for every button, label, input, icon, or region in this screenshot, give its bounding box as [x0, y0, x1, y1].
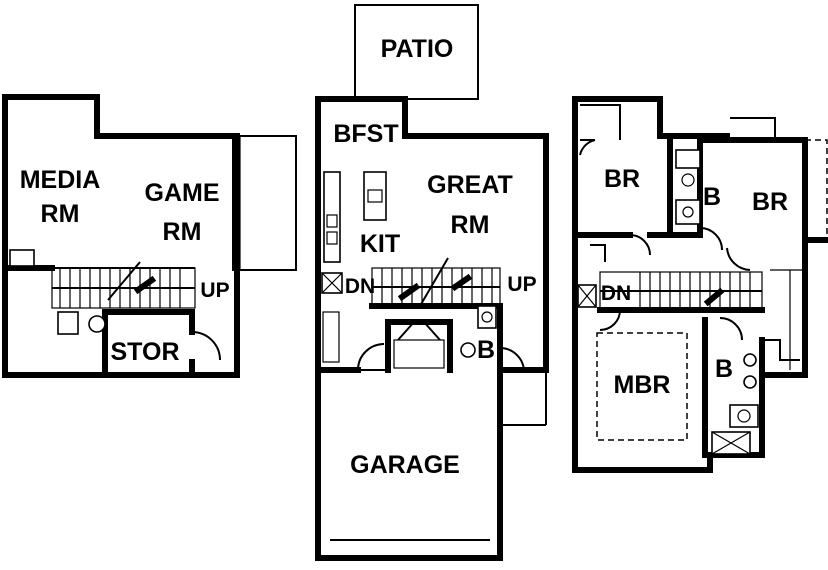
great-room-label-1: GREAT	[427, 171, 513, 199]
lower-stair-up-label: UP	[200, 279, 229, 302]
master-bath-label: B	[715, 355, 733, 383]
master-bedroom-label: MBR	[614, 371, 671, 399]
great-room-label-2: RM	[451, 211, 490, 239]
bedroom-right-label: BR	[752, 188, 788, 216]
lower-floor: MEDIA RM GAME RM STOR UP	[2, 94, 297, 378]
patio-outline	[354, 4, 479, 100]
game-room-label-2: RM	[163, 218, 202, 246]
main-stair-down-label: DN	[345, 275, 375, 298]
upper-bath-label: B	[703, 183, 721, 211]
upper-stair-down-label: DN	[601, 282, 631, 305]
game-room-label-1: GAME	[145, 179, 220, 207]
media-room-label-2: RM	[41, 200, 80, 228]
garage-wall	[315, 367, 503, 561]
bedroom-left-label: BR	[604, 165, 640, 193]
main-stairs	[371, 257, 501, 307]
storage-label: STOR	[111, 338, 180, 366]
patio-label: PATIO	[381, 35, 454, 63]
lower-stairs	[51, 261, 196, 309]
garage-label: GARAGE	[350, 451, 460, 479]
powder-bath-label: B	[477, 336, 495, 364]
upper-floor: BR B BR DN MBR B	[572, 96, 828, 473]
breakfast-label: BFST	[333, 120, 398, 148]
kitchen-label: KIT	[360, 230, 400, 258]
main-floor: PATIO BFST GREAT RM KIT DN UP B GARAGE	[315, 4, 549, 561]
main-stair-up-label: UP	[507, 273, 536, 296]
lower-deck	[232, 135, 297, 271]
lower-outer-wall	[2, 94, 240, 378]
media-room-label-1: MEDIA	[20, 166, 101, 194]
